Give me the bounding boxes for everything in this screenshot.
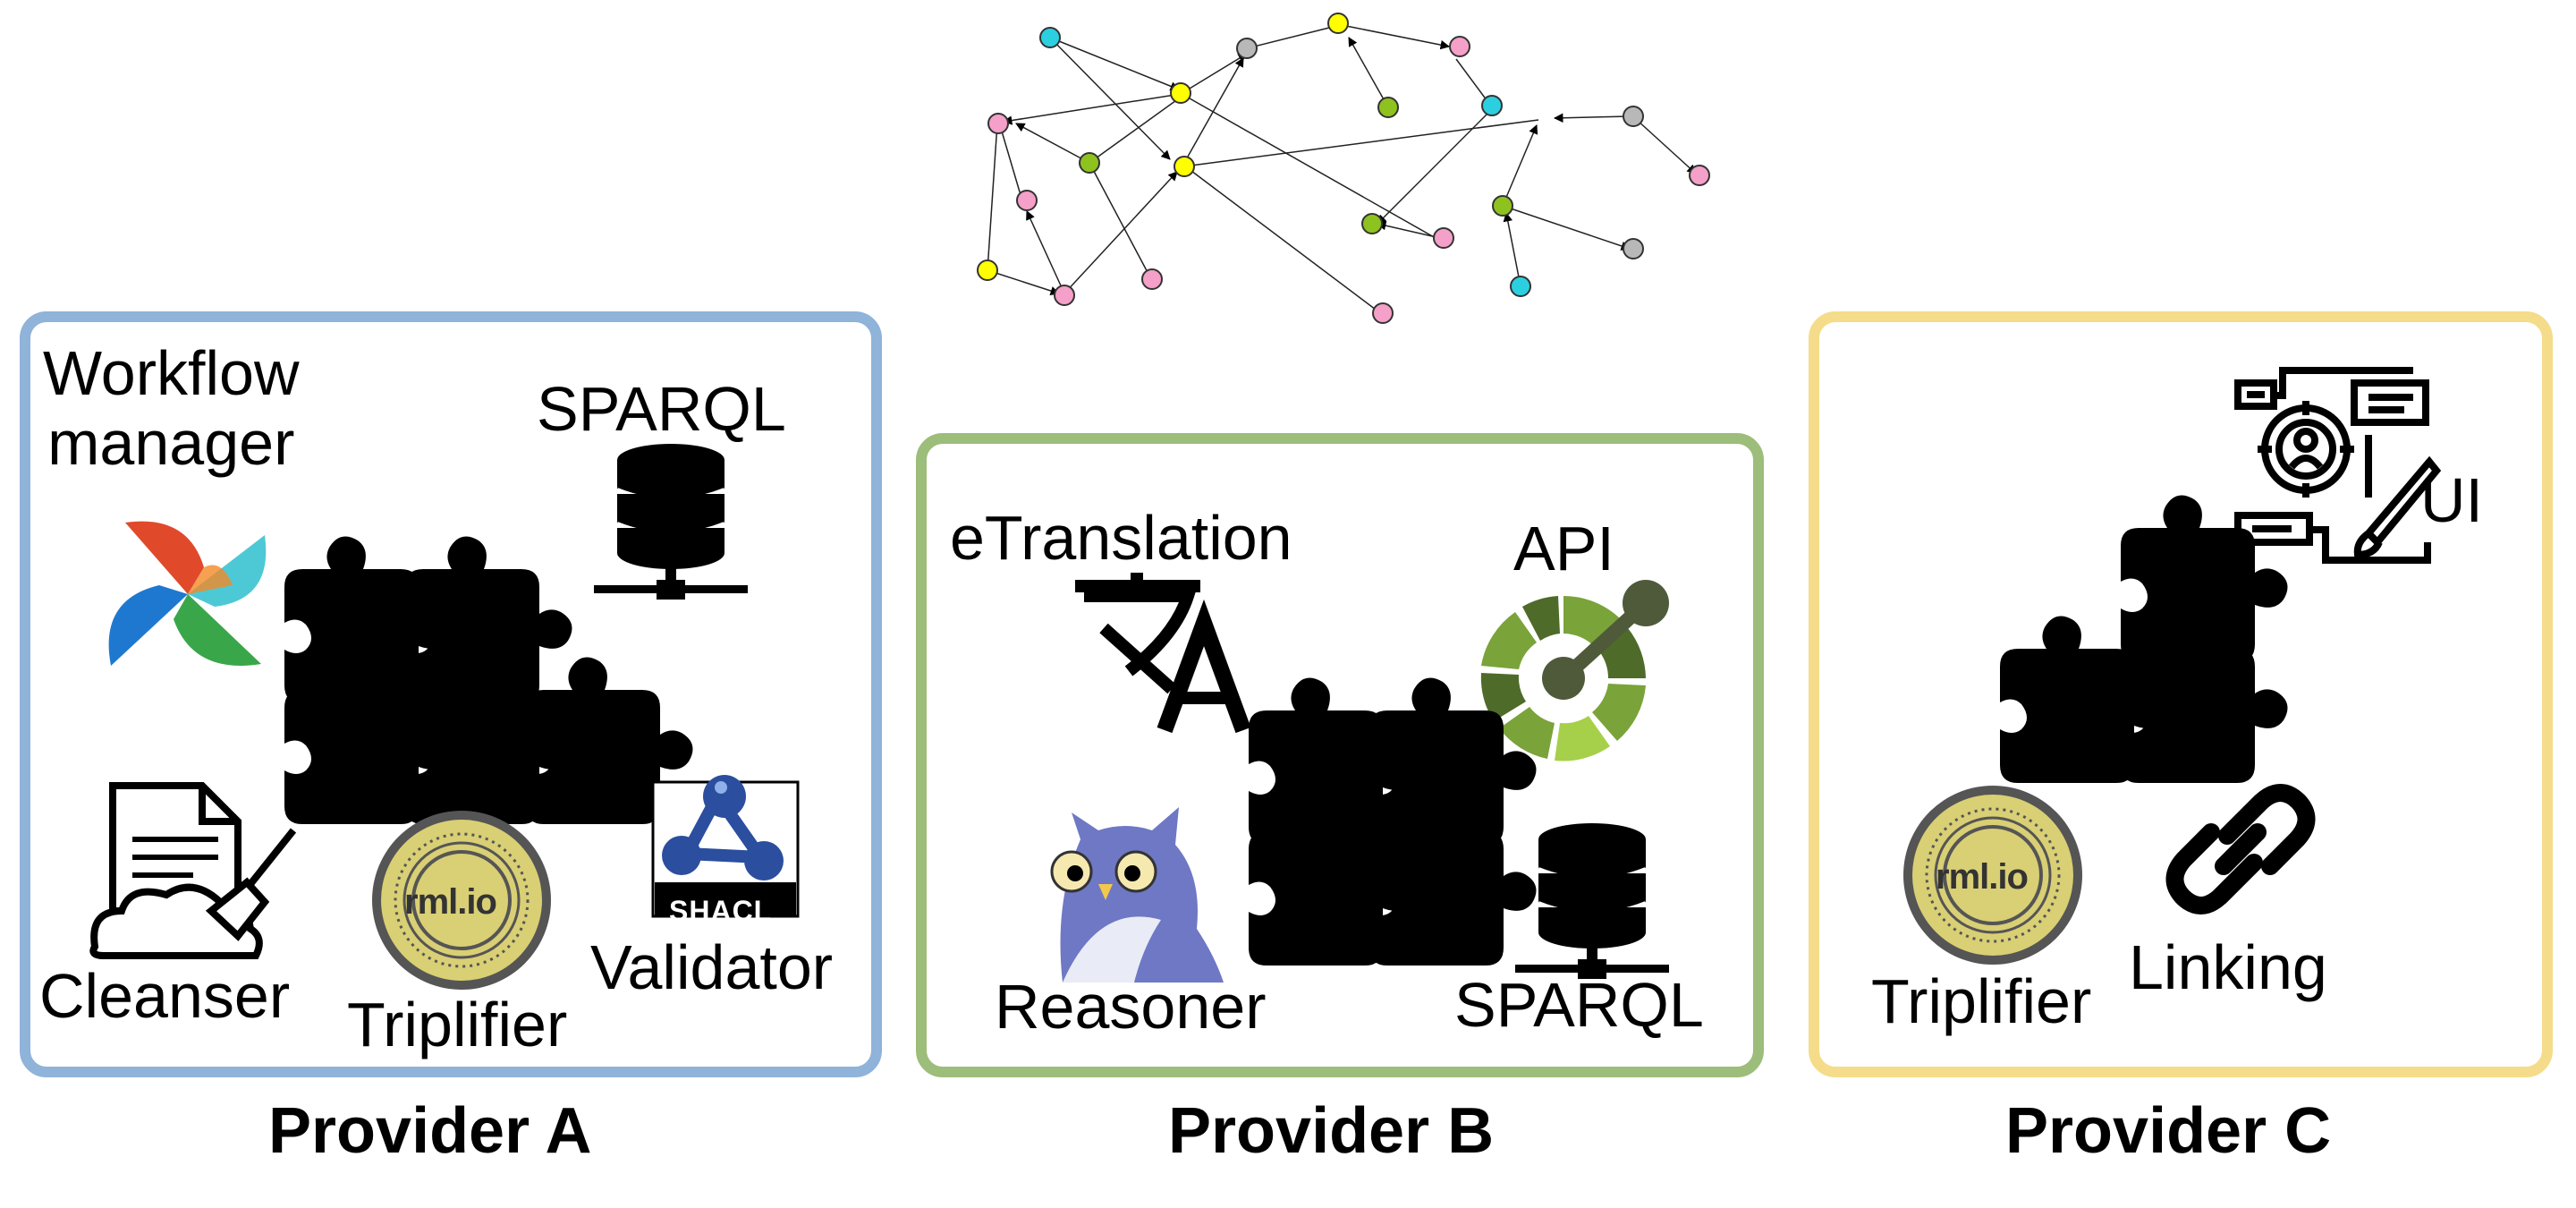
graph-node: [1236, 38, 1258, 59]
document-cleaning-icon: [89, 782, 297, 959]
api-label: API: [1513, 514, 1614, 583]
translate-icon: [1075, 573, 1251, 734]
knowledge-graph-icon: [977, 13, 1710, 324]
provider-a-title: Provider A: [268, 1095, 592, 1167]
triplifier-label-c: Triplifier: [1871, 966, 2092, 1036]
api-icon: [1480, 580, 1669, 761]
ui-label: UI: [2420, 465, 2483, 535]
graph-node: [1054, 285, 1075, 306]
provider-c-box: [1809, 311, 2553, 1077]
puzzle-icon: [1249, 677, 1537, 966]
graph-node: [1433, 227, 1454, 249]
shacl-icon: [651, 775, 800, 918]
validator-label: Validator: [590, 932, 834, 1002]
graph-node: [1174, 156, 1195, 177]
graph-node: [977, 259, 998, 281]
rml-badge-c: rml.io: [1936, 857, 2029, 897]
graph-node: [1449, 36, 1470, 57]
graph-node: [1377, 97, 1399, 118]
shacl-badge-label: SHACL: [669, 895, 773, 927]
linking-label: Linking: [2129, 932, 2327, 1002]
puzzle-icon: [2000, 495, 2288, 783]
link-icon: [2165, 784, 2316, 915]
pinwheel-icon: [108, 521, 267, 666]
graph-nodes: [977, 13, 1710, 324]
graph-node: [1327, 13, 1349, 34]
graph-node: [1372, 302, 1394, 324]
puzzle-icon: [284, 536, 693, 824]
sparql-label-a: SPARQL: [537, 374, 786, 444]
provider-b-box: [916, 433, 1764, 1077]
graph-edges: [983, 24, 1697, 316]
graph-node: [1079, 152, 1100, 174]
sparql-label-b: SPARQL: [1454, 970, 1704, 1040]
cleanser-label: Cleanser: [39, 961, 291, 1031]
graph-node: [1170, 82, 1191, 104]
graph-node: [1361, 213, 1383, 234]
graph-node: [1141, 268, 1163, 290]
graph-node: [1492, 195, 1513, 217]
graph-node: [1016, 190, 1038, 211]
reasoner-label: Reasoner: [995, 972, 1267, 1042]
owl-icon: [1050, 807, 1224, 983]
graph-node: [1510, 276, 1531, 297]
provider-b-title: Provider B: [1168, 1095, 1495, 1167]
rml-badge-a: rml.io: [404, 882, 497, 922]
graph-node: [1623, 106, 1644, 127]
provider-a-box: [20, 311, 882, 1077]
database-icon: [1538, 823, 1699, 984]
graph-node: [987, 113, 1009, 134]
triplifier-label-a: Triplifier: [347, 990, 568, 1059]
provider-c-title: Provider C: [2005, 1095, 2332, 1167]
graph-node: [1623, 238, 1644, 259]
workflow-manager-label: Workflow manager: [43, 338, 300, 479]
graph-node: [1481, 95, 1503, 116]
graph-node: [1689, 165, 1710, 186]
graph-node: [1039, 27, 1061, 48]
etranslation-label: eTranslation: [950, 503, 1292, 573]
